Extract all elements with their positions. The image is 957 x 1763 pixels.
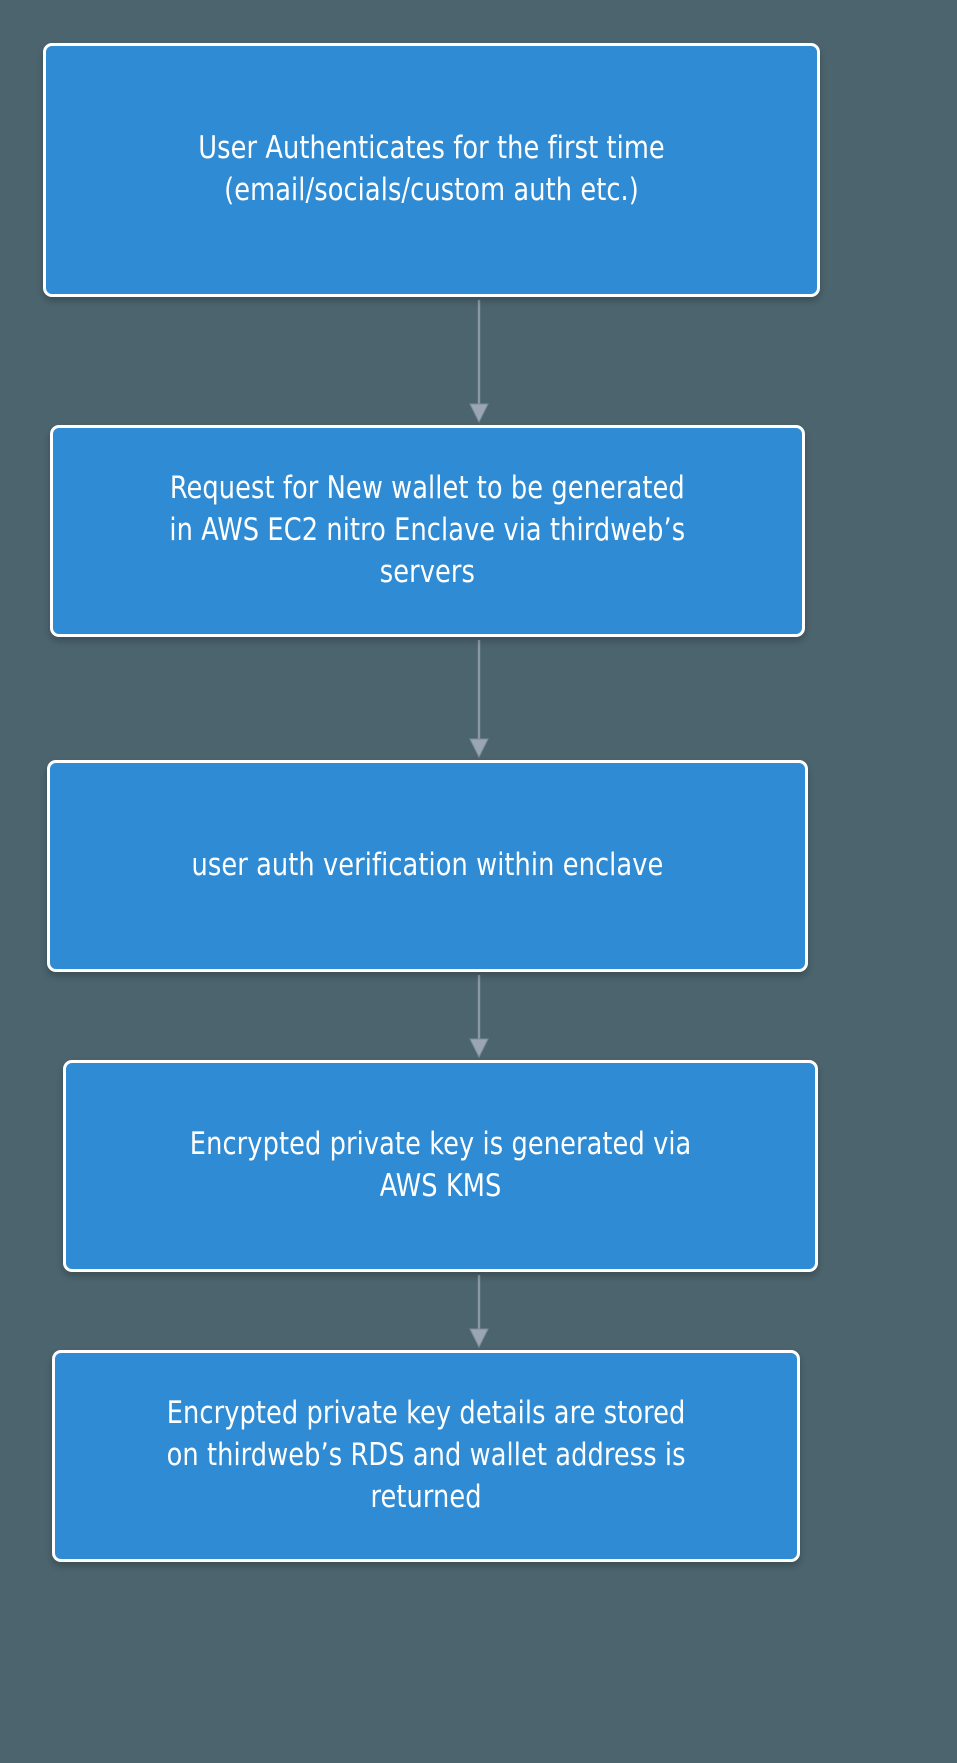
flow-node-label: user auth verification within enclave: [191, 847, 664, 884]
flow-node-user-auth-verification[interactable]: user auth verification within enclave: [47, 760, 808, 972]
flow-node-encrypted-key-generated[interactable]: Encrypted private key is generated via A…: [63, 1060, 818, 1272]
flow-node-label: Request for New wallet to be generated i…: [169, 470, 686, 590]
flow-node-label: Encrypted private key is generated via A…: [189, 1126, 692, 1204]
edge-node4-to-node5: [469, 1275, 489, 1349]
flow-node-label: User Authenticates for the first time (e…: [198, 130, 665, 208]
edge-node1-to-node2: [469, 300, 489, 424]
flow-node-user-authenticates[interactable]: User Authenticates for the first time (e…: [43, 43, 820, 297]
edge-node2-to-node3: [469, 640, 489, 759]
flow-node-label: Encrypted private key details are stored…: [166, 1395, 686, 1515]
flow-node-key-details-stored[interactable]: Encrypted private key details are stored…: [52, 1350, 800, 1562]
flow-node-request-new-wallet[interactable]: Request for New wallet to be generated i…: [50, 425, 805, 637]
edge-node3-to-node4: [469, 975, 489, 1059]
